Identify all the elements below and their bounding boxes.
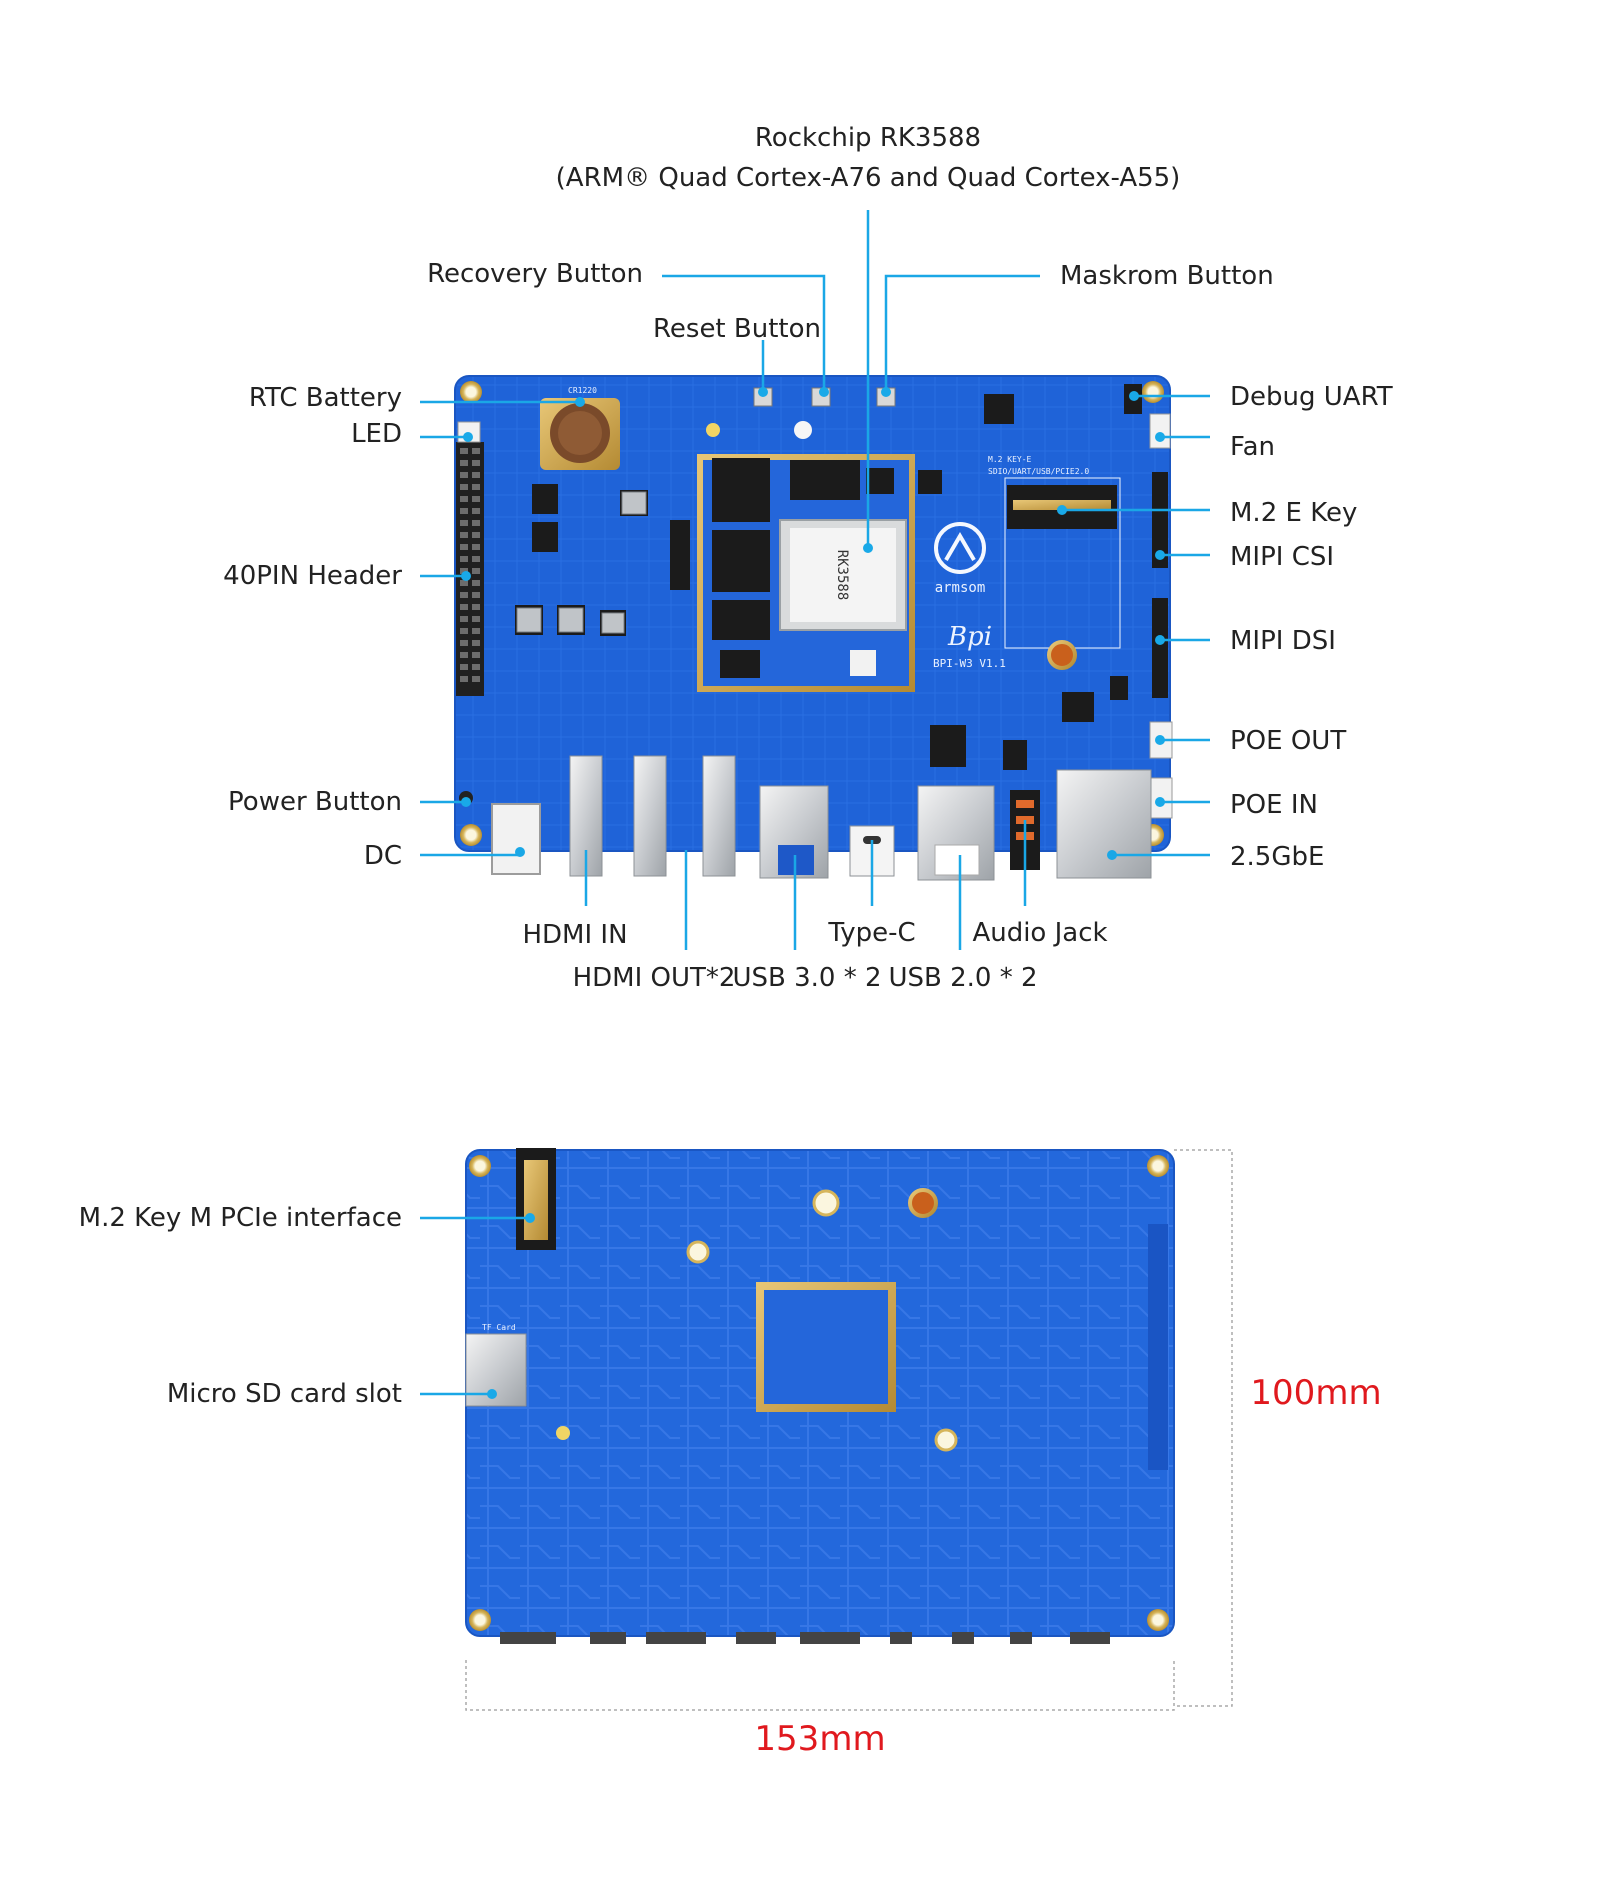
core-module: RK3588 <box>697 454 915 692</box>
rj45-port <box>1056 769 1152 879</box>
led-part <box>706 423 720 437</box>
bottom-board: TF Card <box>465 1148 1175 1644</box>
label-recovery-button: Recovery Button <box>427 259 643 289</box>
silk-tf-card: TF Card <box>482 1323 516 1332</box>
mount-hole <box>460 824 482 846</box>
bottom-ports <box>459 755 1152 881</box>
silk-m2-sub: SDIO/UART/USB/PCIE2.0 <box>988 467 1089 476</box>
armsom-logo: armsom <box>934 522 986 596</box>
leader-dots <box>461 387 1165 807</box>
header-40pin <box>456 442 484 696</box>
mipi-csi-connector <box>1152 472 1168 568</box>
silk-m2: M.2 KEY-E <box>988 455 1032 464</box>
hole-small <box>794 421 812 439</box>
label-rtc-battery: RTC Battery <box>249 383 402 413</box>
silk-cr: CR1220 <box>568 386 597 395</box>
dimension-width: 153mm <box>754 1719 885 1759</box>
hdmi-out-port-2 <box>702 755 736 877</box>
dc-jack <box>491 803 541 875</box>
label-2-5gbe: 2.5GbE <box>1230 842 1324 872</box>
soc-title: Rockchip RK3588 <box>755 123 981 153</box>
label-micro-sd: Micro SD card slot <box>167 1379 402 1409</box>
mipi-dsi-connector <box>1152 598 1168 698</box>
label-usb20: USB 2.0 * 2 <box>888 963 1037 993</box>
header-pads <box>1148 1224 1168 1470</box>
label-mipi-dsi: MIPI DSI <box>1230 626 1336 656</box>
rtc-battery-holder: CR1220 <box>540 386 620 470</box>
soc-subtitle: (ARM® Quad Cortex-A76 and Quad Cortex-A5… <box>556 163 1181 193</box>
label-debug-uart: Debug UART <box>1230 382 1393 412</box>
label-type-c: Type-C <box>827 918 915 948</box>
label-led: LED <box>351 419 402 449</box>
label-mipi-csi: MIPI CSI <box>1230 542 1334 572</box>
label-hdmi-out: HDMI OUT*2 <box>573 963 736 993</box>
label-m2-key-m: M.2 Key M PCIe interface <box>79 1203 402 1233</box>
label-dc: DC <box>364 841 402 871</box>
mount-hole <box>460 381 482 403</box>
label-m2-e-key: M.2 E Key <box>1230 498 1357 528</box>
fan-connector <box>1149 413 1171 449</box>
label-power-button: Power Button <box>228 787 402 817</box>
bottom-leaders <box>420 1216 530 1396</box>
soc-text: RK3588 <box>834 550 850 601</box>
silk-bpi: Bpi <box>947 622 992 652</box>
dimension-height: 100mm <box>1250 1373 1381 1413</box>
top-board: CR1220 <box>454 375 1173 881</box>
top-leaders <box>420 210 1210 950</box>
silk-brand: armsom <box>935 580 986 596</box>
label-maskrom-button: Maskrom Button <box>1060 261 1274 291</box>
label-fan: Fan <box>1230 432 1275 462</box>
label-poe-in: POE IN <box>1230 790 1318 820</box>
label-audio-jack: Audio Jack <box>972 918 1107 948</box>
label-reset-button: Reset Button <box>653 314 821 344</box>
mount-hole <box>1142 381 1164 403</box>
dimension-lines <box>465 1149 1233 1711</box>
silk-model: BPI-W3 V1.1 <box>933 657 1006 670</box>
label-usb30: USB 3.0 * 2 <box>732 963 881 993</box>
label-40pin-header: 40PIN Header <box>223 561 402 591</box>
label-poe-out: POE OUT <box>1230 726 1346 756</box>
hdmi-out-port-1 <box>633 755 667 877</box>
label-hdmi-in: HDMI IN <box>522 920 627 950</box>
m2-standoff <box>1047 640 1077 670</box>
